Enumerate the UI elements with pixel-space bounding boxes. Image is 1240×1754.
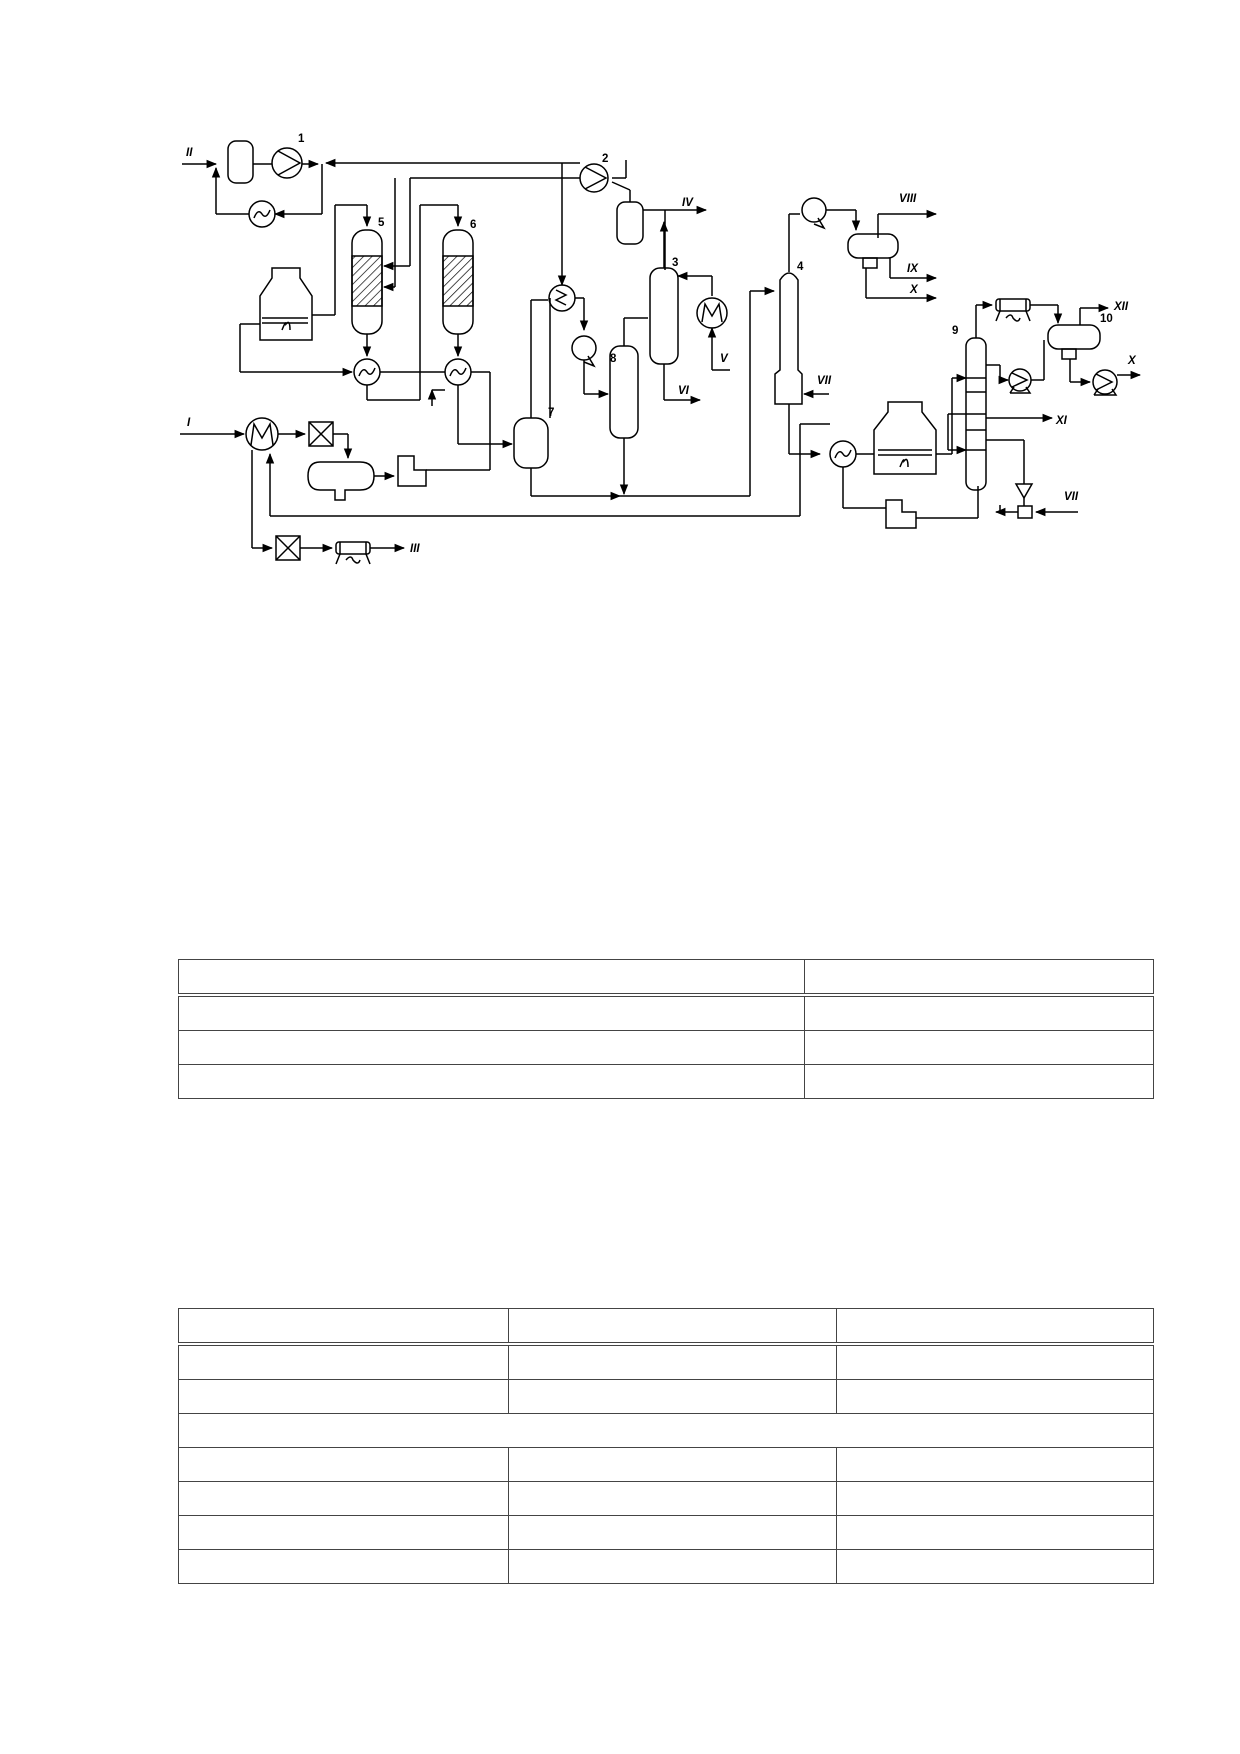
table-cell	[178, 1515, 509, 1550]
table-row	[178, 1030, 1154, 1065]
table-cell	[508, 1308, 837, 1346]
svg-text:XII: XII	[1113, 301, 1129, 313]
pump-10-icon	[1092, 369, 1118, 396]
svg-text:3: 3	[672, 257, 678, 269]
table-cell	[178, 1379, 509, 1414]
table-cell	[836, 1515, 1154, 1550]
table-row	[178, 1481, 1154, 1516]
svg-text:7: 7	[548, 407, 554, 419]
heat-exchanger-5-icon	[353, 358, 381, 386]
svg-text:VII: VII	[1064, 491, 1079, 503]
svg-text:9: 9	[952, 325, 958, 337]
svg-text:VI: VI	[678, 385, 690, 397]
svg-text:IV: IV	[682, 197, 694, 209]
table-cell	[508, 1481, 837, 1516]
svg-text:III: III	[410, 543, 420, 555]
table-cell	[178, 1481, 509, 1516]
table-cell	[178, 1447, 509, 1482]
table-cell	[178, 959, 805, 997]
table-row	[178, 1447, 1154, 1482]
svg-text:I: I	[187, 417, 191, 429]
reboiler-icon	[696, 297, 728, 329]
svg-text:X: X	[1127, 355, 1137, 367]
table-cell	[836, 1379, 1154, 1414]
svg-text:X: X	[909, 284, 919, 296]
compressor-2-icon	[579, 163, 609, 193]
table-row-merged	[178, 1413, 1154, 1448]
svg-text:VII: VII	[817, 375, 832, 387]
svg-text:V: V	[720, 353, 729, 365]
table-cell	[508, 1515, 837, 1550]
heat-exchanger-icon	[248, 200, 276, 228]
table-cell	[178, 1308, 509, 1346]
table-cell	[804, 1064, 1154, 1099]
table-row	[178, 1549, 1154, 1584]
air-cooler-9-icon	[995, 298, 1031, 322]
svg-text:4: 4	[797, 261, 804, 273]
table-row	[178, 1343, 1154, 1380]
svg-text:XI: XI	[1055, 415, 1068, 427]
svg-text:2: 2	[602, 153, 608, 165]
stream-labels: I II III IV V VI VII VII VIII IX X X XI …	[186, 147, 1137, 555]
table-row	[178, 959, 1154, 997]
table-cell	[804, 994, 1154, 1031]
svg-text:1: 1	[298, 133, 305, 145]
compressor-1-icon	[271, 147, 303, 179]
pump-9-icon	[1008, 368, 1032, 394]
table-2	[178, 1308, 1154, 1584]
feed-exchanger-icon	[245, 417, 279, 451]
heat-exchanger-6-icon	[444, 358, 472, 386]
table-cell	[178, 994, 805, 1031]
table-cell	[508, 1343, 837, 1380]
table-row	[178, 1308, 1154, 1346]
svg-text:6: 6	[470, 219, 476, 231]
svg-text:5: 5	[378, 217, 385, 229]
table-cell	[178, 1064, 805, 1099]
table-cell	[804, 1030, 1154, 1065]
table-row	[178, 1515, 1154, 1550]
equipment-labels: 1 2 3 4 5 6 7 8 9 10	[298, 133, 1113, 419]
table-cell	[836, 1481, 1154, 1516]
heat-exchanger-7-icon	[548, 284, 576, 312]
table-row	[178, 1379, 1154, 1414]
table-cell	[178, 1549, 509, 1584]
svg-text:10: 10	[1100, 313, 1113, 325]
table-cell	[178, 1030, 805, 1065]
svg-text:8: 8	[610, 353, 617, 365]
table-cell	[178, 1343, 509, 1380]
table-cell	[804, 959, 1154, 997]
table-cell	[836, 1447, 1154, 1482]
table-cell	[508, 1379, 837, 1414]
svg-text:VIII: VIII	[899, 193, 917, 205]
table-row	[178, 1064, 1154, 1099]
table-cell	[178, 1413, 1154, 1448]
table-row	[178, 994, 1154, 1031]
table-cell	[836, 1343, 1154, 1380]
process-flow-diagram: 1 2 3 4 5 6 7 8 9 10 I II III IV V VI VI…	[180, 133, 1142, 565]
table-cell	[508, 1447, 837, 1482]
table-1	[178, 959, 1154, 1099]
heat-exchanger-9-icon	[829, 440, 857, 468]
svg-text:II: II	[186, 147, 193, 159]
air-cooler-iii-icon	[335, 541, 371, 565]
table-cell	[836, 1549, 1154, 1584]
table-cell	[836, 1308, 1154, 1346]
svg-text:IX: IX	[907, 263, 919, 275]
condenser-4-icon	[801, 197, 827, 230]
table-cell	[508, 1549, 837, 1584]
